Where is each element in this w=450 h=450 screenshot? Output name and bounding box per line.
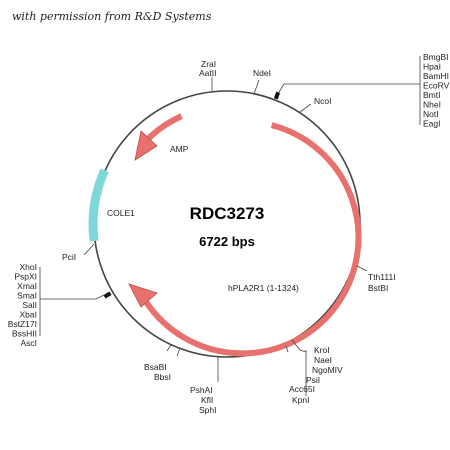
site-label-bsshii: BssHII [12, 329, 37, 339]
feature-label-cole1: COLE1 [107, 208, 135, 218]
site-label-zrai: ZraI [201, 59, 216, 69]
site-label-bsabi: BsaBI [144, 362, 167, 372]
site-label-sali: SalI [22, 300, 37, 310]
site-label-bmti: BmtI [423, 90, 440, 100]
site-label-sphi: SphI [199, 405, 217, 415]
site-label-bamhi: BamHI [423, 71, 449, 81]
site-label-bmgbi: BmgBI [423, 52, 449, 62]
site-label-asci: AscI [20, 338, 37, 348]
site-label-bstz17i: BstZ17I [8, 319, 37, 329]
amp-arrow-body [146, 113, 183, 141]
site-label-eagi: EagI [423, 119, 441, 129]
site-label-ndei: NdeI [253, 68, 271, 78]
site-label-nhei: NheI [423, 100, 441, 110]
site-label-xhoi: XhoI [20, 262, 38, 272]
site-label-bbsi: BbsI [154, 372, 171, 382]
site-label-xmai: XmaI [17, 281, 37, 291]
plasmid-name: RDC3273 [190, 204, 265, 223]
permission-note: with permission from R&D Systems [12, 10, 212, 23]
hpla2r1-arrow-body [143, 122, 362, 357]
backbone-circle [93, 90, 361, 358]
site-label-xbai: XbaI [20, 310, 38, 320]
site-label-pcii: PciI [62, 252, 76, 262]
site-label-naei: NaeI [314, 355, 332, 365]
site-label-pshai: PshAI [190, 385, 213, 395]
site-label-noti: NotI [423, 109, 439, 119]
mcs-left-marker [103, 291, 112, 299]
site-label-ngomiv: NgoMIV [312, 365, 343, 375]
site-label-ecorv: EcoRV [423, 81, 450, 91]
site-label-kroi: KroI [314, 345, 330, 355]
cole1-segment [88, 168, 109, 242]
amp-arrow-head [134, 130, 158, 161]
site-label-bstbi: BstBI [368, 283, 388, 293]
site-label-aatii: AatII [199, 68, 216, 78]
site-label-tth111i: Tth111I [368, 272, 396, 282]
hpla2r1-arrow-head [128, 283, 158, 308]
site-label-ncoi: NcoI [314, 96, 331, 106]
feature-label-amp: AMP [170, 144, 189, 154]
site-leader-lines [39, 56, 421, 396]
site-label-psii: PsiI [306, 375, 320, 385]
site-label-kfli: KflI [201, 395, 213, 405]
site-label-smai: SmaI [17, 291, 37, 301]
site-label-acc65i: Acc65I [289, 384, 315, 394]
feature-label-hpla2r1: hPLA2R1 (1-1324) [228, 283, 299, 293]
site-label-hpai: HpaI [423, 62, 441, 72]
plasmid-size: 6722 bps [199, 234, 255, 249]
mcs-top-marker [273, 91, 281, 100]
site-label-pspxi: PspXI [14, 272, 37, 282]
site-label-kpni: KpnI [292, 395, 310, 405]
